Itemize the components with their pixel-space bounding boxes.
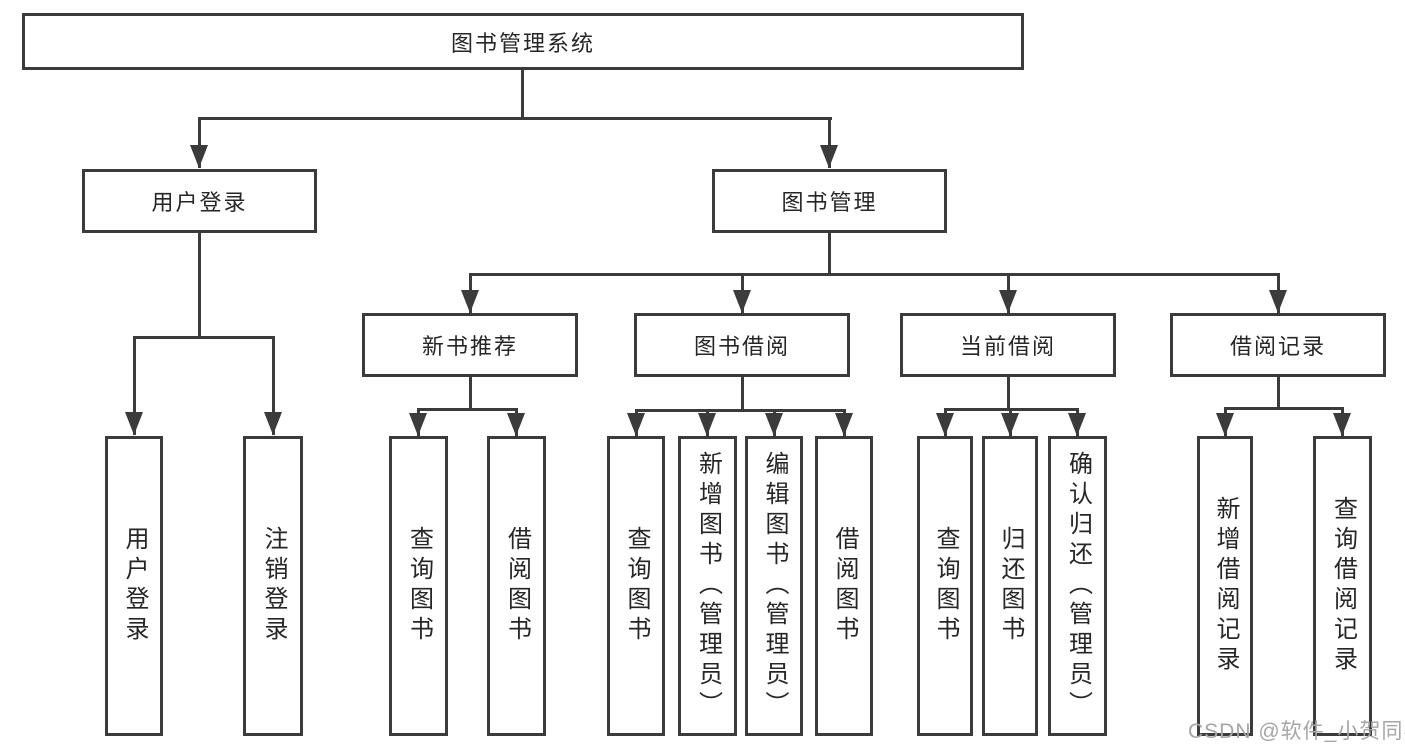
connector-current-borrow-stem (1007, 377, 1010, 408)
node-borrow-records-label: 借阅记录 (1229, 334, 1326, 359)
node-root: 图书管理系统 (22, 13, 1024, 70)
leaf-records-add-record-label: 新增借阅记录 (1212, 496, 1239, 676)
connector-drop-book-management (828, 117, 831, 168)
connector-book-borrow-crossbar (635, 409, 846, 412)
arrowhead-book-borrow (733, 290, 751, 313)
node-current-borrow: 当前借阅 (900, 313, 1116, 377)
leaf-logout-label: 注销登录 (260, 526, 287, 646)
arrowhead-nb-query (409, 413, 427, 436)
arrowhead-current-borrow (999, 290, 1017, 313)
connector-root-crossbar (198, 117, 832, 120)
connector-book-management-crossbar (469, 273, 1280, 276)
leaf-newbook-borrow-books: 借阅图书 (487, 436, 546, 736)
node-user-login: 用户登录 (82, 169, 317, 233)
arrowhead-br-query (1333, 413, 1351, 436)
leaf-newbook-borrow-books-label: 借阅图书 (503, 526, 531, 646)
leaf-newbook-query-books-label: 查询图书 (405, 526, 433, 646)
arrowhead-nb-borrow (507, 413, 525, 436)
arrowhead-bb-add (698, 413, 716, 436)
arrowhead-user-login (190, 145, 208, 168)
node-new-book-recommend-label: 新书推荐 (421, 334, 518, 359)
node-borrow-records: 借阅记录 (1170, 313, 1386, 377)
node-book-management-label: 图书管理 (781, 190, 878, 215)
leaf-borrow-query-books: 查询图书 (607, 436, 665, 736)
connector-drop-user-login (198, 117, 201, 168)
leaf-current-return-books-label: 归还图书 (997, 526, 1024, 646)
leaf-user-login-label: 用户登录 (121, 526, 148, 646)
connector-borrow-records-stem (1277, 377, 1280, 407)
connector-drop-login-leaf (133, 336, 136, 435)
leaf-newbook-query-books: 查询图书 (389, 436, 448, 736)
arrowhead-cb-query (936, 413, 954, 436)
leaf-records-query-record-label: 查询借阅记录 (1329, 496, 1357, 676)
arrowhead-logout-leaf (264, 412, 282, 435)
arrowhead-new-book (461, 290, 479, 313)
connector-new-book-crossbar (417, 408, 518, 411)
node-new-book-recommend: 新书推荐 (362, 313, 578, 377)
leaf-records-add-record: 新增借阅记录 (1197, 436, 1253, 736)
connector-new-book-stem (469, 377, 472, 408)
leaf-borrow-borrow-books-label: 借阅图书 (831, 526, 858, 646)
connector-user-login-stem (198, 233, 201, 336)
arrowhead-cb-confirm (1068, 413, 1086, 436)
arrowhead-bb-edit (765, 413, 783, 436)
node-book-management: 图书管理 (712, 169, 947, 233)
arrowhead-bb-borrow (835, 413, 853, 436)
connector-root-stem (521, 69, 524, 117)
leaf-borrow-edit-books-admin: 编辑图书（管理员） (745, 436, 803, 736)
connector-book-management-stem (828, 233, 831, 273)
arrowhead-borrow-records (1269, 290, 1287, 313)
node-root-label: 图书管理系统 (450, 30, 595, 56)
connector-user-login-crossbar (133, 336, 274, 339)
node-current-borrow-label: 当前借阅 (959, 334, 1056, 359)
arrowhead-book-management (820, 145, 838, 168)
node-book-borrow-label: 图书借阅 (693, 334, 790, 359)
leaf-logout: 注销登录 (243, 436, 303, 736)
leaf-user-login: 用户登录 (105, 436, 163, 736)
arrowhead-br-add (1216, 413, 1234, 436)
leaf-current-return-books: 归还图书 (982, 436, 1038, 736)
connector-borrow-records-crossbar (1224, 407, 1344, 410)
connector-drop-logout-leaf (272, 336, 275, 435)
leaf-borrow-query-books-label: 查询图书 (623, 526, 650, 646)
leaf-borrow-borrow-books: 借阅图书 (815, 436, 873, 736)
leaf-current-query-books-label: 查询图书 (932, 526, 959, 646)
leaf-borrow-add-books-admin-label: 新增图书（管理员） (694, 451, 722, 721)
node-user-login-label: 用户登录 (151, 190, 248, 215)
leaf-borrow-edit-books-admin-label: 编辑图书（管理员） (761, 451, 788, 721)
connector-book-borrow-stem (741, 377, 744, 409)
arrowhead-cb-return (1001, 413, 1019, 436)
leaf-current-confirm-return-admin-label: 确认归还（管理员） (1064, 451, 1092, 721)
leaf-current-query-books: 查询图书 (917, 436, 973, 736)
leaf-current-confirm-return-admin: 确认归还（管理员） (1048, 436, 1107, 736)
leaf-borrow-add-books-admin: 新增图书（管理员） (678, 436, 737, 736)
leaf-records-query-record: 查询借阅记录 (1313, 436, 1372, 736)
arrowhead-bb-query (627, 413, 645, 436)
node-book-borrow: 图书借阅 (634, 313, 850, 377)
csdn-watermark: CSDN @软件_小贺同学 (1188, 720, 1405, 743)
arrowhead-login-leaf (125, 412, 143, 435)
